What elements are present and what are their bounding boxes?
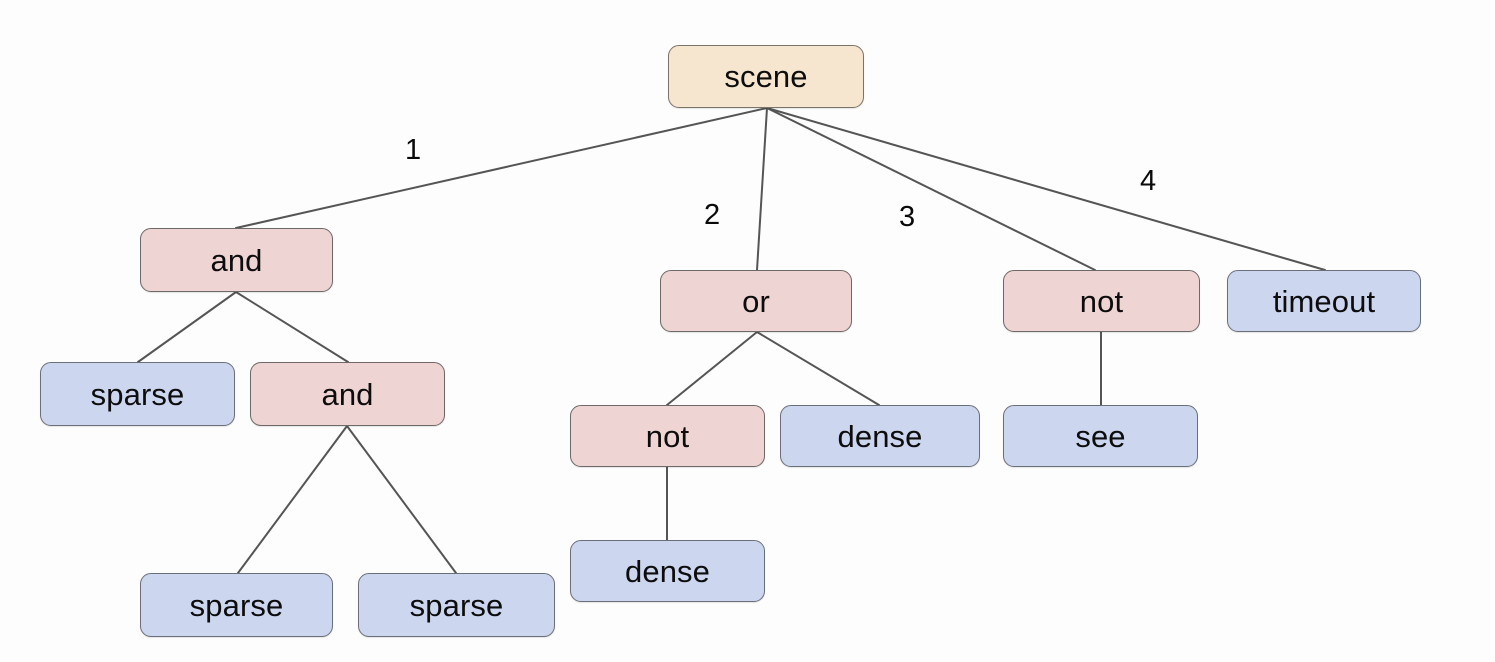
tree-node-not2[interactable]: not [1003,270,1200,332]
edge-label: 4 [1140,165,1157,197]
tree-node-and2[interactable]: and [250,362,445,426]
tree-edge [666,331,758,406]
tree-node-or1[interactable]: or [660,270,852,332]
tree-node-sparse3[interactable]: sparse [358,573,555,637]
tree-node-not1[interactable]: not [570,405,765,467]
edge-label: 2 [704,199,721,231]
tree-edge [235,291,349,363]
tree-edge [756,331,880,406]
edge-label: 3 [899,201,916,233]
tree-node-and1[interactable]: and [140,228,333,292]
tree-node-see1[interactable]: see [1003,405,1198,467]
tree-node-dense2[interactable]: dense [570,540,765,602]
tree-edge [346,425,457,574]
tree-edge [766,107,1326,271]
tree-edge [766,107,1096,271]
tree-edge [237,425,348,574]
tree-edge [756,107,768,271]
tree-node-sparse2[interactable]: sparse [140,573,333,637]
edge-label: 1 [405,134,422,166]
tree-node-timeout1[interactable]: timeout [1227,270,1421,332]
tree-node-scene[interactable]: scene [668,45,864,108]
tree-edge [235,107,768,229]
tree-node-sparse1[interactable]: sparse [40,362,235,426]
tree-node-dense1[interactable]: dense [780,405,980,467]
tree-edge [137,291,237,363]
